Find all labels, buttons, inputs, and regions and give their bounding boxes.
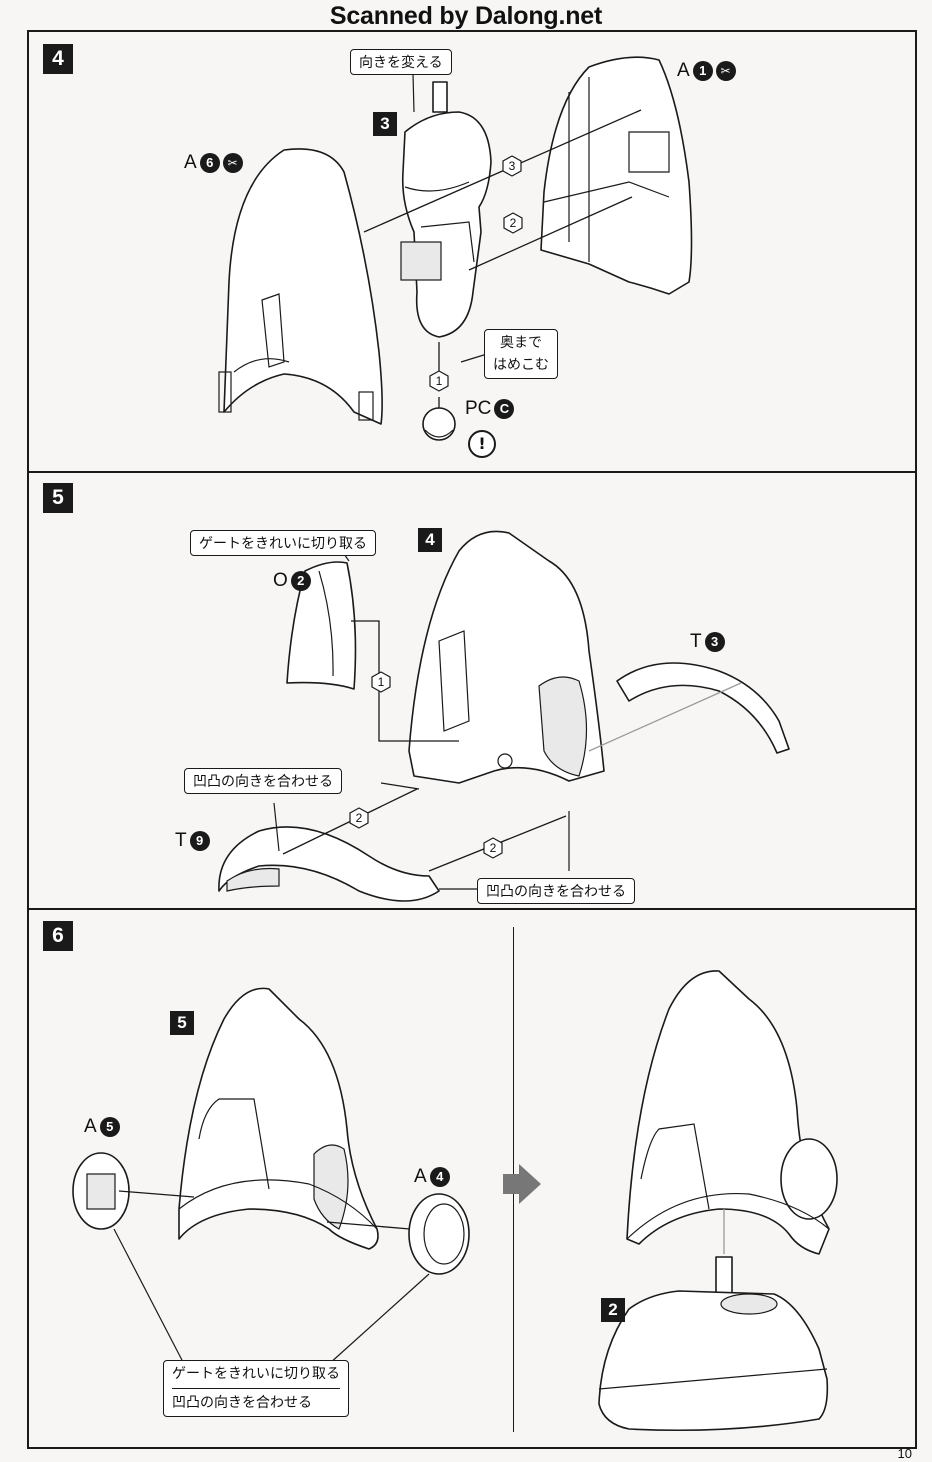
part-t9-label: T 9 [175,830,210,852]
caution-icon: ! [468,430,496,458]
subassembly-5-ref: 5 [170,1011,194,1035]
part-a4-label: A 4 [414,1166,450,1188]
sequence-2: 2 [348,807,370,829]
nipper-icon: ✂ [715,61,736,81]
sequence-2: 2 [502,212,524,234]
step-5-panel: 5 ゲートをきれいに切り取る [29,471,915,910]
part-a6-label: A 6 ✂ [184,152,243,174]
align-note-2: 凹凸の向きを合わせる [477,878,635,904]
part-o2-label: O 2 [273,570,311,592]
gate-note: ゲートをきれいに切り取る [190,530,376,556]
step-6-panel: 6 [29,909,915,1447]
press-fit-note: 奥まで はめこむ [484,329,558,379]
gate-align-note: ゲートをきれいに切り取る 凹凸の向きを合わせる [163,1360,349,1417]
step-4-panel: 4 [29,32,915,473]
step-number: 4 [43,44,73,74]
subassembly-4-ref: 4 [418,528,442,552]
subassembly-2-ref: 2 [601,1298,625,1322]
part-t3-label: T 3 [690,631,725,653]
nipper-icon: ✂ [222,153,243,173]
align-note-1: 凹凸の向きを合わせる [184,768,342,794]
scan-watermark: Scanned by Dalong.net [329,2,603,30]
step-number: 6 [43,921,73,951]
sequence-3: 3 [501,155,523,177]
arrow-right-icon [503,1164,541,1204]
part-pc-c-label: PC C [465,398,515,420]
instruction-frame: 4 [27,30,917,1449]
part-a1-label: A 1 ✂ [677,60,736,82]
part-a5-label: A 5 [84,1116,120,1138]
step-5-illustration [218,530,790,902]
page-number: 10 [897,1446,912,1461]
sequence-1: 1 [428,370,450,392]
step-6-illustration [72,970,838,1432]
sequence-1: 1 [370,671,392,693]
sequence-2b: 2 [482,837,504,859]
subassembly-3-ref: 3 [373,112,397,136]
step-4-illustration [218,56,693,441]
turn-note: 向きを変える [350,49,452,75]
step-number: 5 [43,483,73,513]
